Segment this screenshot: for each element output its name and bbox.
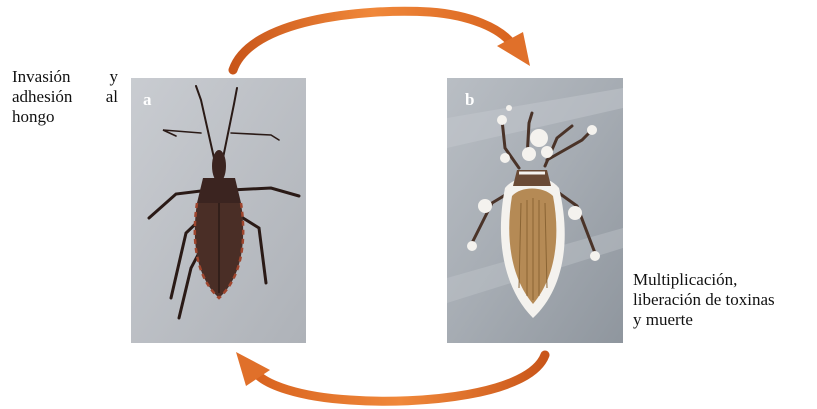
panel-letter-a: a: [143, 90, 152, 109]
curved-arrow-right-icon: [233, 11, 530, 70]
photo-fungus-infected-bug: b: [447, 78, 623, 343]
curved-arrow-left-icon: [236, 352, 545, 401]
photo-healthy-bug: a: [131, 78, 306, 343]
panel-letter-b: b: [465, 90, 474, 109]
